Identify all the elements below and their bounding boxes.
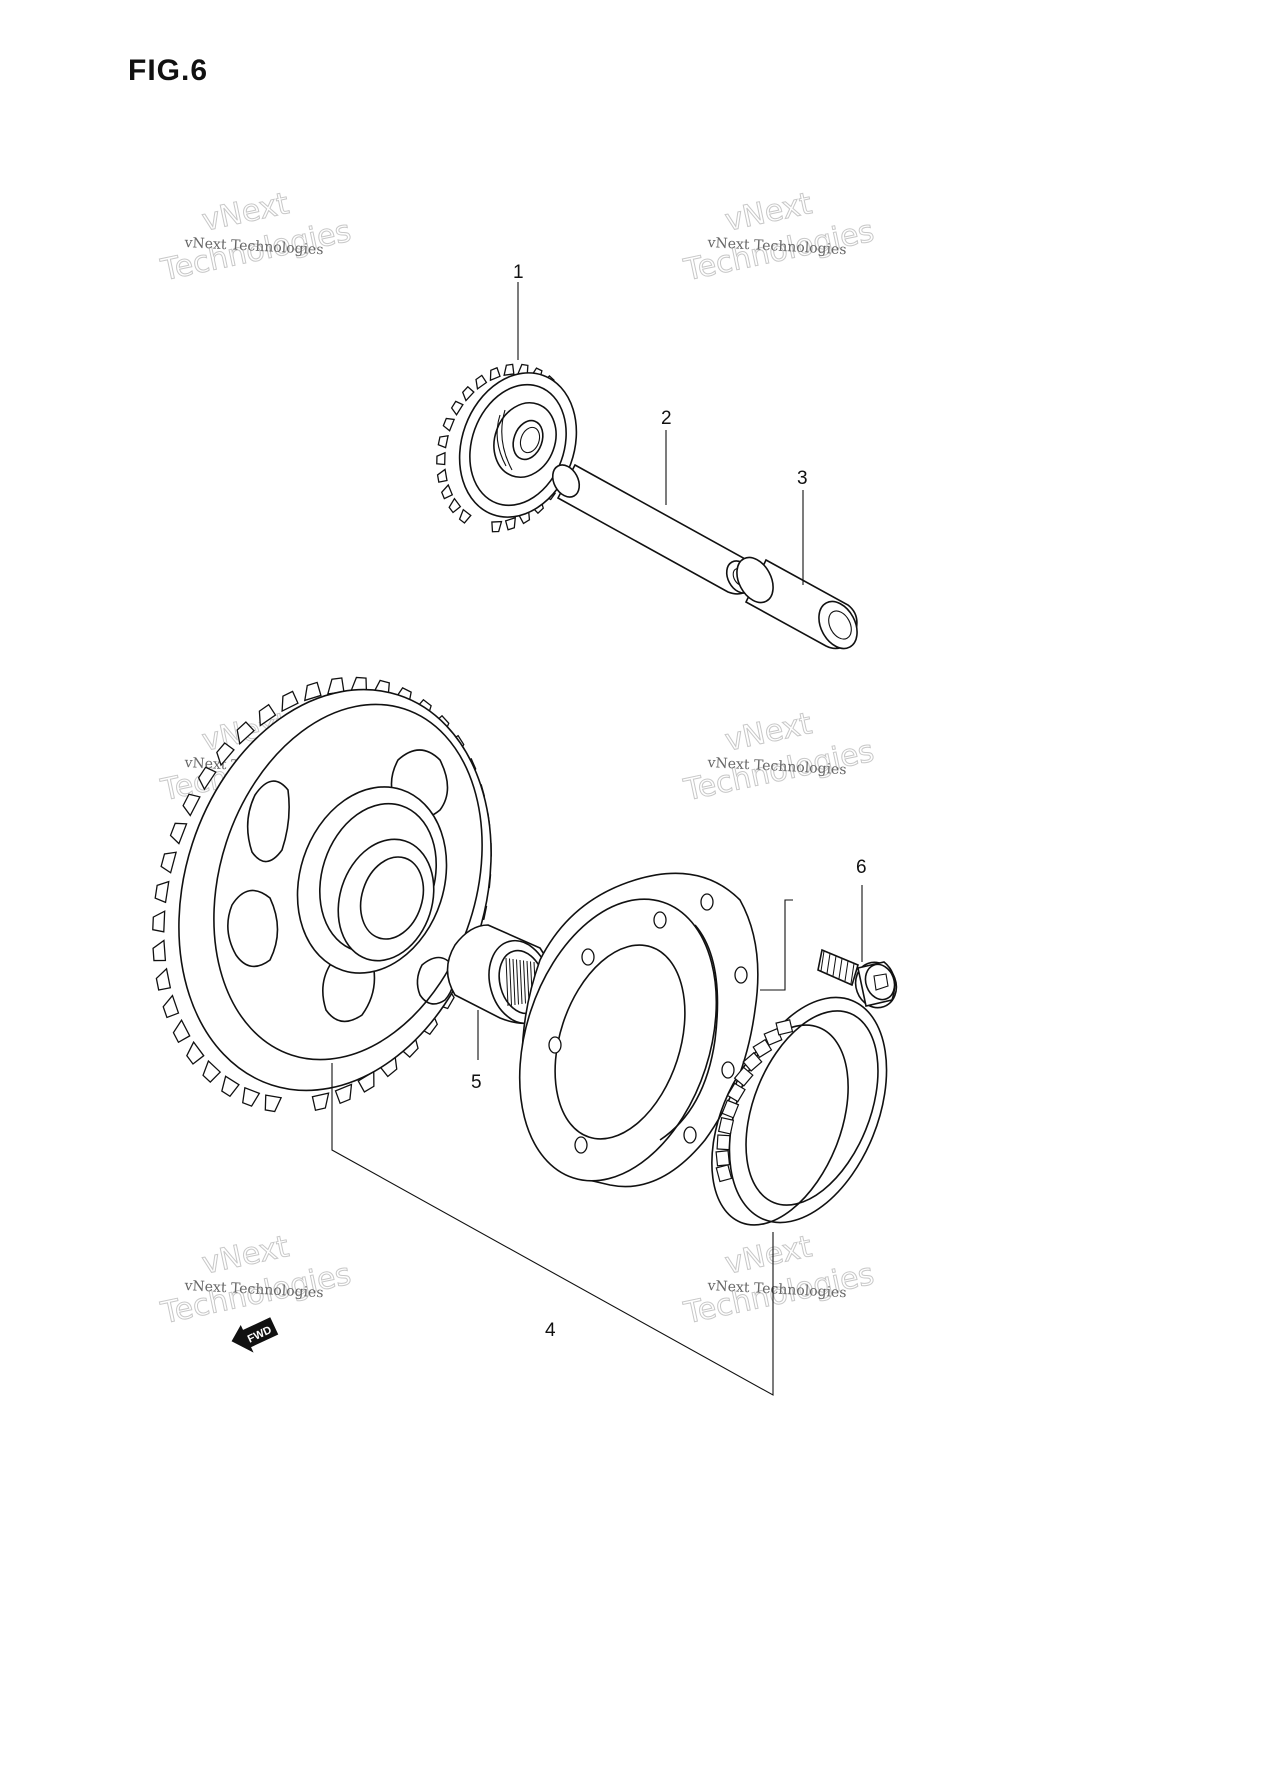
figure-title: FIG.6 [128,54,209,87]
part-3-sleeve [736,556,858,650]
watermark-small-text: vNext Technologies [183,235,324,258]
bolt-hole [721,1061,735,1079]
bolt-hole [734,966,748,984]
part-number-4: 4 [545,1320,556,1341]
bolt-hole [581,948,595,966]
watermark-small-text: vNext Technologies [706,1278,847,1301]
bolt-hole [683,1126,697,1144]
clutch-roller [716,1134,731,1151]
clutch-roller [715,1164,733,1183]
part-number-6: 6 [856,857,867,878]
gear-tooth [311,1092,330,1111]
gear-tooth [242,1086,261,1107]
gear-tooth [202,1059,222,1084]
fwd-direction-badge: FWD [231,1317,279,1353]
bolt-thread [820,950,855,984]
gear-tooth [334,1083,353,1105]
part-6-bolt [817,948,898,1009]
needle-line [505,957,509,1007]
part-1-small-gear [436,363,578,533]
gear-tooth [236,721,255,746]
watermark-top-left: vNext Technologies vNext Technologies [157,186,355,289]
part-2-shaft [551,463,756,595]
gear-tooth [182,793,201,817]
part-number-1: 1 [513,262,524,283]
clutch-roller [733,1066,754,1087]
gear-tooth [436,451,446,466]
needle-line [509,958,512,1006]
clutch-body [518,872,759,1188]
gear-tooth [221,1075,240,1098]
part-4-large-gear [152,676,492,1113]
gear-tooth [160,851,177,874]
bolt-hole [700,893,714,911]
needle-line [512,958,516,1006]
gear-tooth [152,910,166,933]
gear-tooth [503,363,515,376]
thread-line [850,963,855,984]
gear-tooth [281,690,299,713]
watermark-small-text: vNext Technologies [706,755,847,778]
gear-tooth [162,994,180,1019]
gear-tooth [152,939,167,962]
watermark-mid-right: vNext Technologies vNext Technologies [680,706,878,809]
clutch-roller [742,1051,763,1072]
clutch-roller [726,1082,746,1103]
gear-tooth [450,400,464,416]
gear-tooth [155,967,172,991]
clutch-roller [775,1019,794,1036]
clutch-roller [717,1116,735,1135]
thread-line [832,955,837,977]
needle-line [516,959,519,1005]
watermark-top-right: vNext Technologies vNext Technologies [680,186,878,289]
part-number-2: 2 [661,408,672,429]
needle-line [523,960,526,1004]
gear-tooth [489,366,501,382]
bolt-hole [574,1136,588,1154]
gear-tooth [436,468,448,483]
gear-tooth [461,385,475,402]
gear-tooth [440,483,454,500]
clutch-bolt-holes [548,893,748,1154]
gear-tooth [491,520,503,533]
gear-tooth [169,822,188,845]
gear-tooth [216,742,235,767]
part-number-5: 5 [471,1072,482,1093]
watermark-bottom-right: vNext Technologies vNext Technologies [680,1229,878,1332]
bolt-hole [548,1036,562,1054]
gear-tooth [504,516,517,531]
thread-line [826,953,831,974]
thread-line [838,958,843,979]
leader-lines [331,282,863,1396]
clutch-roller [721,1099,740,1119]
gear-tooth [458,508,472,524]
clutch-rollers [715,1019,794,1183]
watermark-small-text: vNext Technologies [183,1278,324,1301]
gear-tooth [442,417,456,432]
one-way-clutch [711,996,888,1226]
thread-line [844,960,849,982]
gear-tooth [172,1018,191,1044]
gear-tooth [264,1094,283,1113]
thread-line [820,950,825,972]
gear-tooth [197,766,217,791]
watermark-small-text: vNext Technologies [706,235,847,258]
gear-tooth [475,374,488,391]
needle-line [519,959,523,1005]
clutch-roller [715,1150,731,1167]
gear-tooth [186,1040,205,1065]
part-number-3: 3 [797,468,808,489]
gear-tooth [437,434,449,449]
watermark-bottom-left: vNext Technologies vNext Technologies [157,1229,355,1332]
gear-tooth [258,703,277,727]
gear-tooth [154,880,170,904]
gear-tooth [303,681,322,702]
bolt-hole [653,911,667,929]
gear-tooth [448,497,462,514]
